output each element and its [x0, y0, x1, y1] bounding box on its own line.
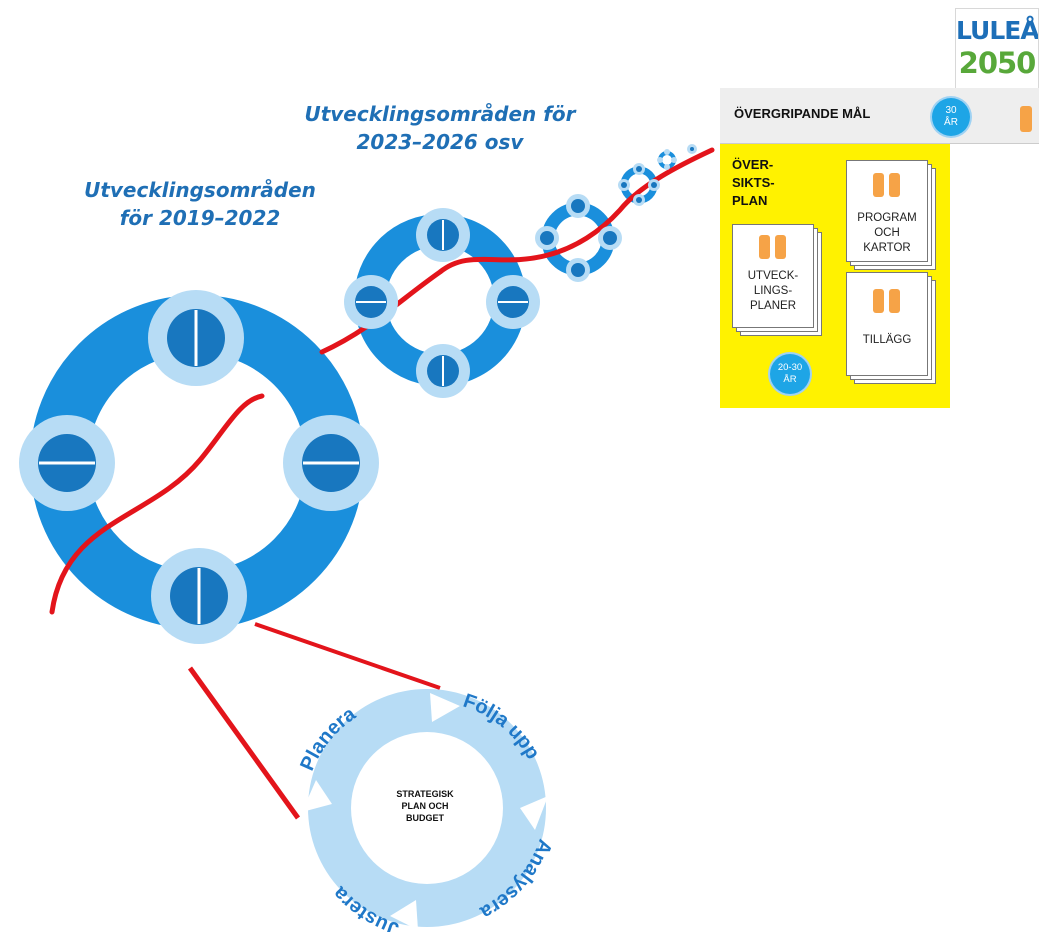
knob-small-right	[598, 226, 622, 250]
title-right-line2: 2023–2026 osv	[356, 130, 524, 154]
logo-line1: LULEÅ	[956, 16, 1039, 45]
plan-badge-line2: ÅR	[783, 374, 797, 385]
knob-big-right	[283, 415, 379, 511]
doc-program-line1: PROGRAM	[857, 212, 917, 224]
panel-title-line3: PLAN	[732, 193, 768, 208]
cycle-arrow-right	[520, 796, 548, 830]
plan-badge-line1: 20-30	[777, 362, 803, 373]
knob-big-left	[19, 415, 115, 511]
cycle-arrow-left	[302, 780, 332, 812]
doc-program-kartor: PROGRAM OCH KARTOR	[846, 160, 928, 262]
logo-line2: 2050	[958, 46, 1037, 80]
doc-program-line3: KARTOR	[863, 242, 911, 254]
knob-mid-bottom	[416, 344, 470, 398]
doc-tillagg-label: TILLÄGG	[847, 333, 927, 348]
cycle-arrow-top	[430, 693, 460, 722]
knob-small-bottom	[566, 258, 590, 282]
comprehensive-plan-panel: ÖVER- SIKTS- PLAN PROGRAM OCH KARTOR UTV…	[720, 144, 950, 408]
doc-utveck-label: UTVECK- LINGS- PLANER	[733, 269, 813, 314]
doc-tillagg-line1: TILLÄGG	[862, 334, 912, 346]
doc-utveck-line2: LINGS-	[753, 285, 793, 297]
panel-title: ÖVER- SIKTS- PLAN	[732, 156, 812, 210]
knob-small-top	[566, 194, 590, 218]
title-2019-2022: Utvecklingsområden för 2019–2022	[60, 176, 340, 232]
cycle-arrow-bottom	[390, 900, 418, 930]
doc-tillagg-icon	[873, 289, 884, 313]
doc-program-label: PROGRAM OCH KARTOR	[847, 211, 927, 256]
title-left-line1: Utvecklingsområden	[84, 178, 316, 202]
goal-years-badge: 30 ÅR	[932, 98, 970, 136]
connector-line-right	[254, 622, 441, 690]
knob-mid-right	[486, 275, 540, 329]
knob-mid-left	[344, 275, 398, 329]
knob-micro-group	[657, 144, 697, 170]
knob-big-top	[148, 290, 244, 386]
panel-title-line1: ÖVER-	[732, 157, 774, 172]
doc-utveck-icon-2	[775, 235, 786, 259]
cycle-center-label: STRATEGISK PLAN OCH BUDGET	[375, 788, 475, 824]
knob-tiny-group	[618, 163, 660, 206]
panel-title-line2: SIKTS-	[732, 175, 775, 190]
doc-utveck-line1: UTVECK-	[747, 270, 799, 282]
cycle-center-line1: STRATEGISK	[396, 789, 454, 799]
doc-program-icon	[873, 173, 884, 197]
connector-line-left	[187, 666, 301, 820]
goal-badge-line1: 30	[945, 105, 957, 116]
knob-mid-top	[416, 208, 470, 262]
title-left-line2: för 2019–2022	[119, 206, 281, 230]
goal-badge-line2: ÅR	[944, 117, 958, 128]
doc-program-line2: OCH	[874, 227, 900, 239]
goal-label: ÖVERGRIPANDE MÅL	[734, 106, 871, 121]
lulea-2050-logo: LULEÅ 2050	[955, 8, 1039, 92]
doc-tillagg-icon-2	[889, 289, 900, 313]
cycle-center-line3: BUDGET	[406, 813, 444, 823]
doc-tillagg: TILLÄGG	[846, 272, 928, 376]
doc-utveck-icon	[759, 235, 770, 259]
plan-years-badge: 20-30 ÅR	[770, 354, 810, 394]
title-2023-2026: Utvecklingsområden för 2023–2026 osv	[300, 100, 580, 156]
doc-utveck-line3: PLANER	[749, 300, 797, 312]
title-right-line1: Utvecklingsområden för	[304, 102, 576, 126]
strategy-cycle: Planera Följa upp Analysera Justera	[296, 689, 556, 932]
cycle-center-line2: PLAN OCH	[401, 801, 449, 811]
knob-big-bottom	[151, 548, 247, 644]
overarching-goal-bar: ÖVERGRIPANDE MÅL 30 ÅR	[720, 88, 1039, 144]
knob-small-left	[535, 226, 559, 250]
goal-marker	[1020, 106, 1032, 132]
doc-utvecklingsplaner: UTVECK- LINGS- PLANER	[732, 224, 814, 328]
doc-program-icon-2	[889, 173, 900, 197]
